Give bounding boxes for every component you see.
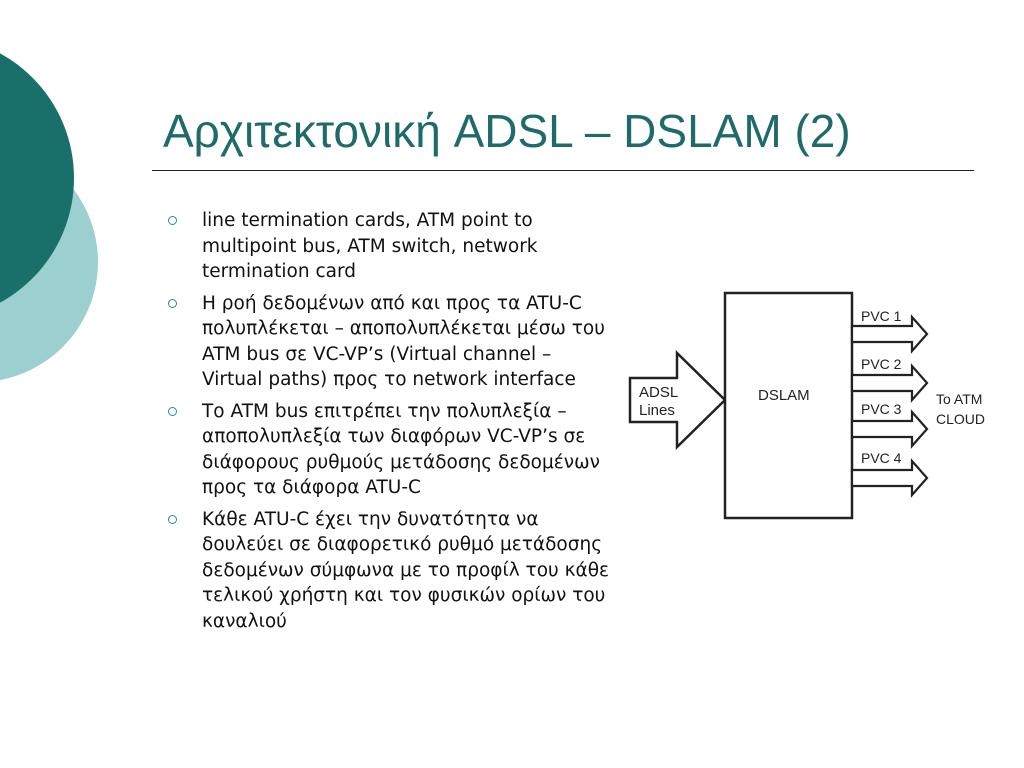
dslam-box [723,291,854,520]
bullet-list: line termination cards, ATM point to mul… [160,208,610,640]
dslam-label: DSLAM [758,387,810,404]
adsl-lines-arrow-icon [628,350,727,450]
pvc-output-arrow-icon [850,363,929,403]
bullet-text: Το ATM bus επιτρέπει την πολυπλεξία –απο… [202,400,600,499]
bullet-marker-icon [168,514,177,524]
dslam-diagram: ADSL Lines DSLAM PVC 1 PVC 2 PVC 3 PVC 4… [628,291,985,520]
decorative-circles [0,53,98,380]
to-atm-label: To ATM [936,391,982,407]
bullet-text: Η ροή δεδομένων από και προς τα ATU-C πο… [202,292,605,391]
bullet-item: Κάθε ATU-C έχει την δυνατότητα να δουλεύ… [160,507,610,635]
bullet-marker-icon [168,216,177,225]
dark-teal-circle [0,53,74,303]
bullet-text: Κάθε ATU-C έχει την δυνατότητα να δουλεύ… [202,508,610,632]
pvc-output-arrow-icon [850,314,929,354]
pvc-1-label: PVC 1 [861,308,902,324]
pvc-3-label: PVC 3 [861,401,902,417]
bullet-marker-icon [168,298,177,308]
pvc-output-arrow-icon [850,409,929,449]
title-underline [152,170,974,171]
bullet-marker-icon [168,406,177,416]
pvc-4-label: PVC 4 [861,450,902,466]
bullet-text: line termination cards, ATM point to mul… [202,210,538,282]
adsl-label: ADSL [639,384,678,401]
bullet-item: Το ATM bus επιτρέπει την πολυπλεξία –απο… [160,399,610,501]
pvc-output-arrow-icon [850,458,929,498]
bullet-item: Η ροή δεδομένων από και προς τα ATU-C πο… [160,291,610,393]
cloud-label: CLOUD [936,411,985,427]
lines-label: Lines [639,402,675,419]
slide-title: Αρχιτεκτονική ADSL – DSLAM (2) [163,105,851,157]
pvc-2-label: PVC 2 [861,356,902,372]
bullet-item: line termination cards, ATM point to mul… [160,208,610,285]
